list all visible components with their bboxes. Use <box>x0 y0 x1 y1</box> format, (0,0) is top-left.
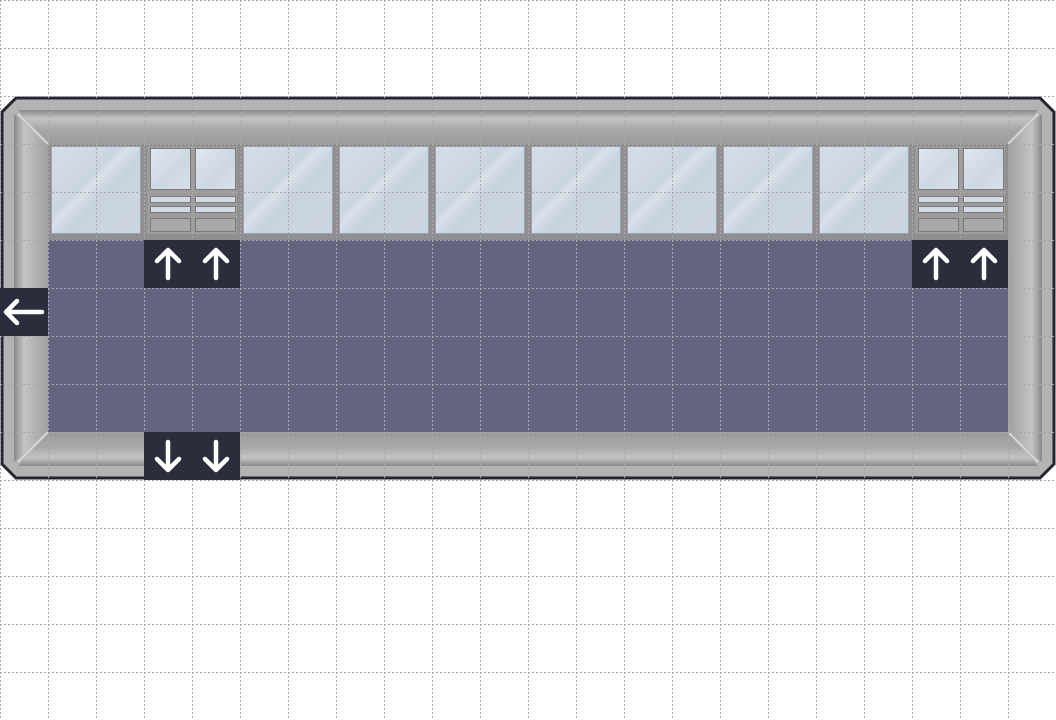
window-pane <box>51 146 141 234</box>
door-rail <box>963 196 1004 203</box>
door-rail <box>150 206 191 213</box>
window-pane <box>339 146 429 234</box>
arrow-left-icon <box>3 298 45 326</box>
arrow-down-icon <box>202 439 230 473</box>
door-kickplate <box>195 218 236 232</box>
door-rail <box>963 206 1004 213</box>
door-glass <box>963 148 1004 190</box>
exit-tile-left[interactable] <box>0 288 48 336</box>
exit-tile-up[interactable] <box>912 240 960 288</box>
window-pane <box>819 146 909 234</box>
arrow-up-icon <box>922 247 950 281</box>
window-pane <box>627 146 717 234</box>
window-strip <box>48 144 1008 240</box>
door-glass <box>195 148 236 190</box>
door-rail <box>918 196 959 203</box>
exit-tile-up[interactable] <box>960 240 1008 288</box>
door-kickplate <box>918 218 959 232</box>
glass-door <box>915 146 1005 234</box>
window-pane <box>435 146 525 234</box>
door-rail <box>918 206 959 213</box>
exit-tile-up[interactable] <box>192 240 240 288</box>
door-rail <box>150 196 191 203</box>
door-glass <box>150 148 191 190</box>
door-rail <box>195 196 236 203</box>
door-kickplate <box>150 218 191 232</box>
exit-tile-down[interactable] <box>192 432 240 480</box>
arrow-down-icon <box>154 439 182 473</box>
window-pane <box>531 146 621 234</box>
exit-tile-down[interactable] <box>144 432 192 480</box>
window-pane <box>243 146 333 234</box>
exit-tile-up[interactable] <box>144 240 192 288</box>
door-glass <box>918 148 959 190</box>
arrow-up-icon <box>154 247 182 281</box>
door-rail <box>195 206 236 213</box>
arrow-up-icon <box>970 247 998 281</box>
window-pane <box>723 146 813 234</box>
door-kickplate <box>963 218 1004 232</box>
glass-door <box>147 146 237 234</box>
room[interactable] <box>0 96 1056 480</box>
arrow-up-icon <box>202 247 230 281</box>
